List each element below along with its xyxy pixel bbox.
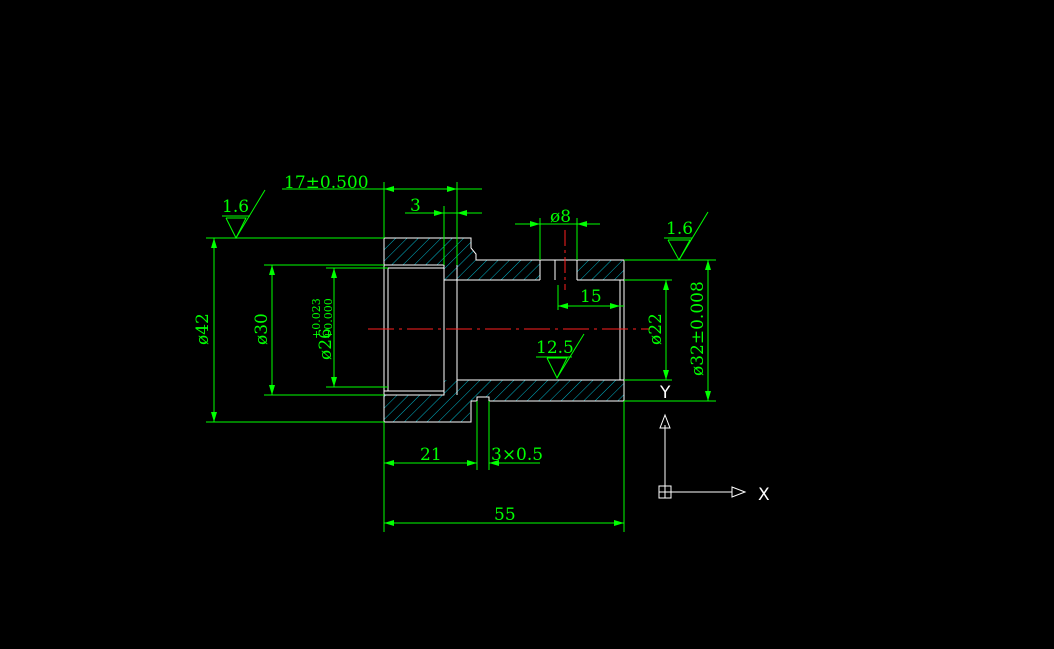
label-hole-offset: 15 xyxy=(580,287,602,307)
label-flange-len: 21 xyxy=(420,445,442,465)
dim-shaft-bore: ø22 xyxy=(624,279,672,381)
center-lines xyxy=(368,230,650,330)
label-bore-tol-lower: +0.000 xyxy=(322,298,335,339)
surface-finish-left: 1.6 xyxy=(222,189,266,240)
label-chamfer: 3×0.5 xyxy=(491,445,543,465)
label-shaft-dia: ø32±0.008 xyxy=(688,281,708,376)
ucs-icon[interactable]: X Y xyxy=(658,383,770,505)
part-section xyxy=(368,230,650,423)
label-total-len: 55 xyxy=(494,505,516,525)
label-hole-dia: ø8 xyxy=(550,207,571,227)
ucs-y-label: Y xyxy=(659,383,671,403)
surface-finish-bore: 12.5 xyxy=(536,333,585,380)
dim-hole-dia: ø8 xyxy=(515,207,600,260)
dim-outer-dia: ø42 xyxy=(193,237,384,423)
surface-finish-right: 1.6 xyxy=(664,211,709,262)
dim-chamfer: 3×0.5 xyxy=(488,401,543,470)
label-groove-width: 3 xyxy=(410,196,421,216)
dim-total-len: 55 xyxy=(384,401,625,532)
label-flange-width-tol: 17±0.500 xyxy=(284,173,369,193)
label-bore-dia: ø26 xyxy=(316,328,336,360)
dimensions: 17±0.500 3 ø8 15 xyxy=(193,173,716,532)
label-roughness-right: 1.6 xyxy=(666,219,693,239)
dim-flange-len: 21 xyxy=(383,401,478,532)
dim-shaft-dia: ø32±0.008 xyxy=(624,259,716,402)
dim-groove-width: 3 xyxy=(405,196,482,265)
label-flange-dia: ø30 xyxy=(252,313,272,345)
label-shaft-bore: ø22 xyxy=(646,313,666,345)
dim-flange-width: 17±0.500 xyxy=(282,173,482,265)
hatch-regions xyxy=(384,238,624,422)
ucs-x-label: X xyxy=(758,485,770,505)
label-roughness-left: 1.6 xyxy=(222,197,249,217)
surface-finish-symbols: 1.6 1.6 12.5 xyxy=(222,189,709,380)
dim-flange-dia: ø30 xyxy=(252,264,384,396)
label-outer-dia: ø42 xyxy=(193,313,213,345)
dim-hole-offset: 15 xyxy=(557,285,624,310)
label-roughness-bore: 12.5 xyxy=(536,338,574,358)
dim-bore-dia: ø26 +0.023 +0.000 xyxy=(310,267,388,388)
label-bore-tol-upper: +0.023 xyxy=(310,298,323,339)
